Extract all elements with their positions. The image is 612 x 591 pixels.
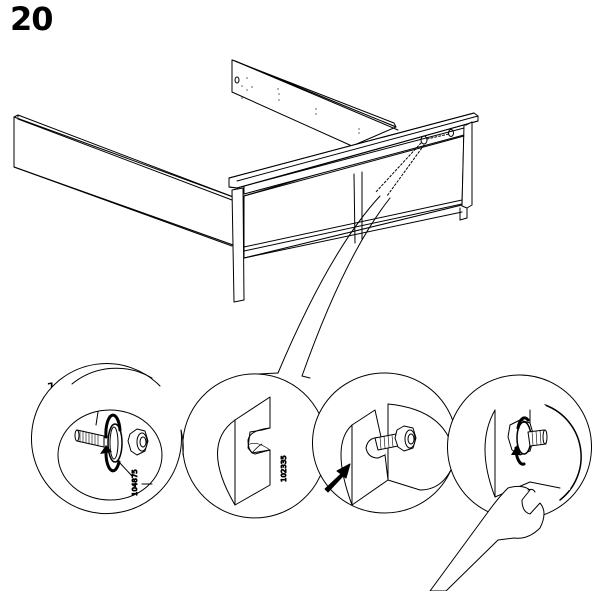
step-number: 20 [10, 0, 54, 38]
callout-line-left [277, 195, 381, 374]
bolt-icon [74, 423, 123, 463]
rotate-arrow-icon [104, 413, 122, 439]
detail-circle-1: 104875 [30, 363, 182, 515]
detail-circle-3 [312, 372, 457, 514]
part-number-104875: 104875 [131, 469, 139, 496]
footboard [228, 112, 479, 303]
tighten-arrow-icon [516, 416, 530, 430]
detail-circle-4 [429, 374, 592, 591]
cam-hole-icon [234, 76, 240, 84]
nut-with-bolt-icon [507, 419, 548, 456]
push-arrow-icon [324, 463, 351, 493]
part-number-102335: 102335 [280, 455, 288, 482]
wrench-icon [429, 485, 545, 591]
detail-circle-2: 102335 [182, 372, 328, 519]
slotted-bracket-icon [217, 396, 271, 506]
hex-nut-icon [127, 428, 149, 456]
bolt-and-nut-icon [374, 425, 417, 452]
callout-line-right [301, 197, 391, 377]
bed-frame-overview [13, 59, 479, 377]
bolt-hole-icon [420, 135, 428, 145]
pre-drilled-holes [241, 77, 360, 134]
front-side-rail [13, 114, 237, 247]
bolt-location-marker [374, 129, 454, 197]
back-side-rail [231, 59, 399, 147]
inner-view-ellipse [57, 409, 163, 501]
